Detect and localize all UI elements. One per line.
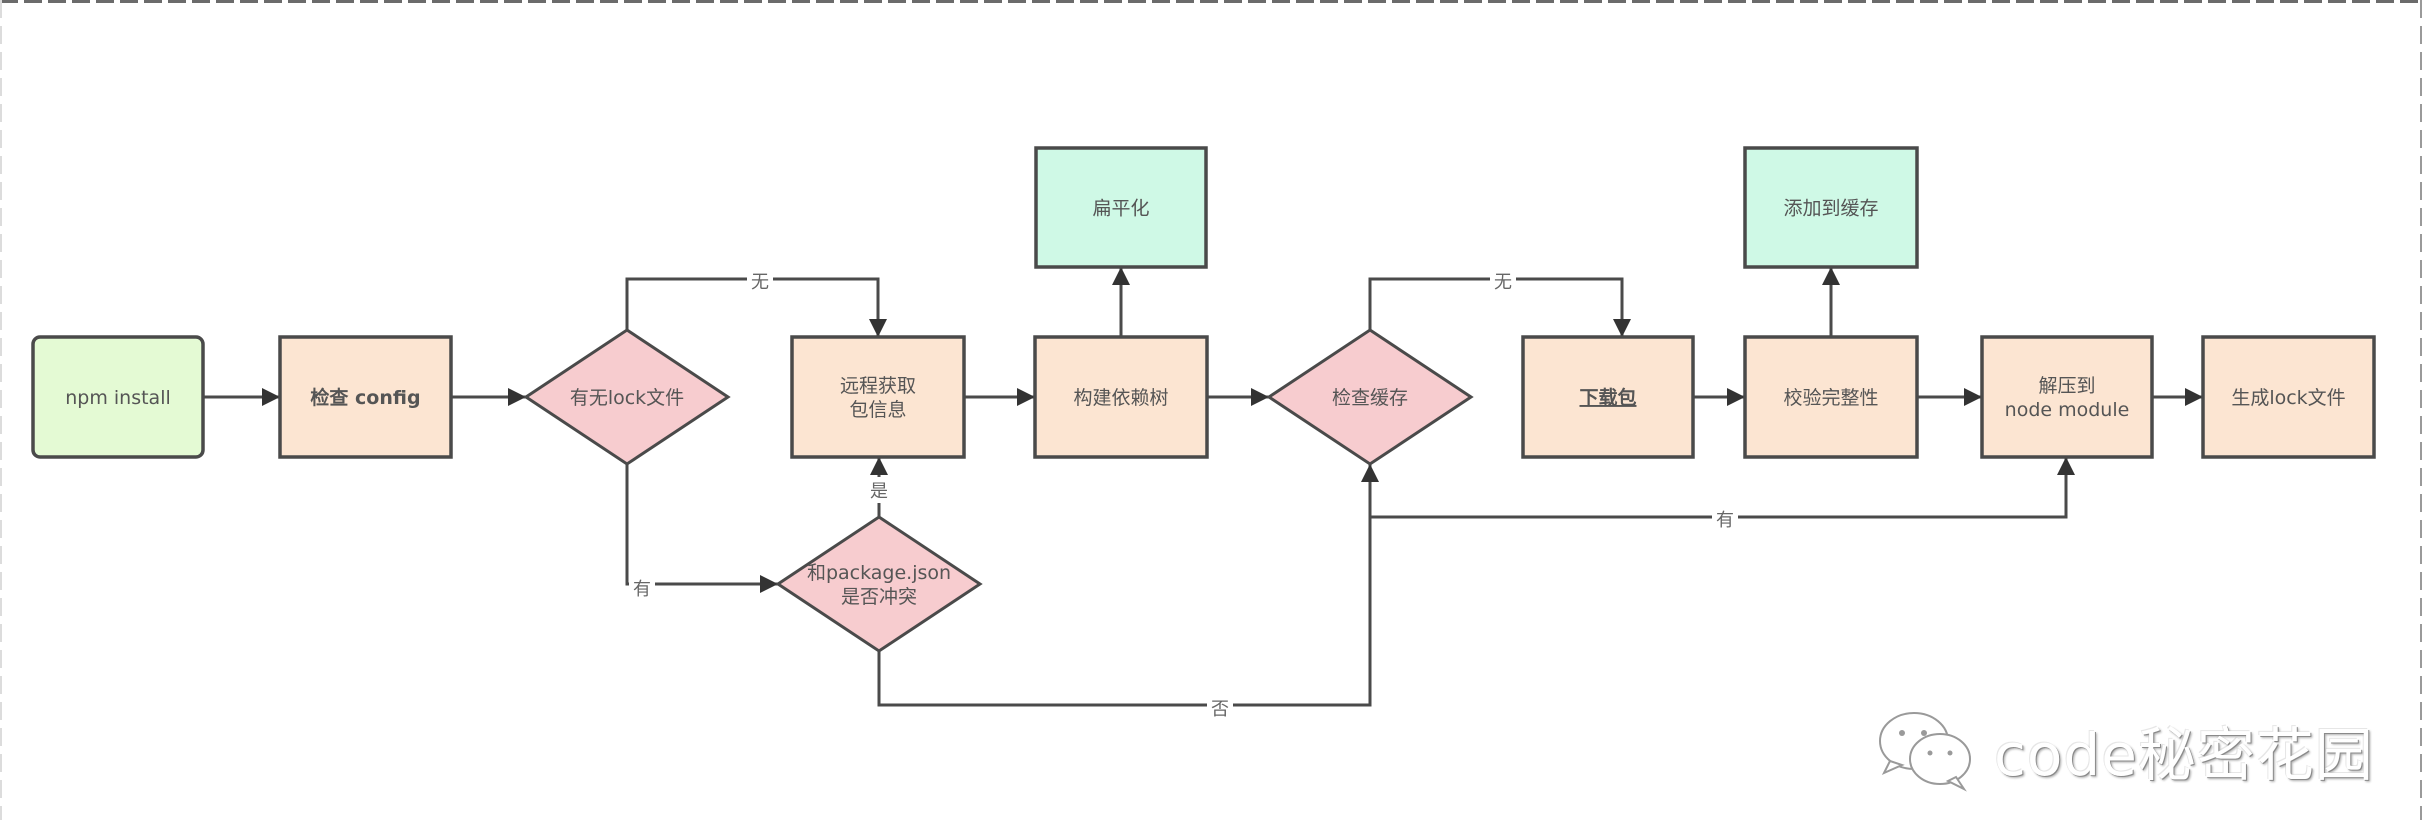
dashed-border-right	[2420, 0, 2422, 820]
node-label: 检查 config	[310, 386, 420, 409]
node-has-lock[interactable]: 有无lock文件	[523, 328, 731, 466]
node-label: 解压到	[2038, 375, 2095, 397]
node-label: 校验完整性	[1783, 387, 1878, 409]
process-box	[1521, 335, 1695, 459]
process-box	[2201, 335, 2376, 459]
node-build-tree[interactable]: 构建依赖树	[1033, 335, 1209, 459]
process-box	[1743, 335, 1919, 459]
decision-diamond	[523, 328, 731, 466]
decision-diamond	[775, 515, 983, 653]
node-check-cache[interactable]: 检查缓存	[1266, 328, 1474, 466]
side-box	[1743, 146, 1919, 269]
edge-label-background	[629, 575, 655, 601]
node-label: 是否冲突	[841, 586, 917, 608]
node-label: 和package.json	[807, 562, 951, 584]
edge-label-background	[1490, 268, 1516, 294]
watermark-text: code秘密花园	[1994, 721, 2374, 789]
node-label: 扁平化	[1092, 198, 1149, 220]
node-download[interactable]: 下载包	[1521, 335, 1695, 459]
wechat-icon	[1879, 712, 1971, 792]
node-label: node module	[2005, 399, 2130, 421]
process-box	[1980, 335, 2154, 459]
dashed-border-top	[0, 0, 2424, 3]
start-box	[31, 335, 205, 459]
edge-has-lock-to-pkg-conflict	[625, 464, 778, 593]
edge-label-background	[866, 477, 892, 503]
edge-label-background	[1207, 695, 1233, 721]
node-label: 包信息	[849, 399, 906, 421]
edge-label: 无	[751, 272, 769, 293]
decision-diamond	[1266, 328, 1474, 466]
edge-label: 无	[1494, 272, 1512, 293]
process-box	[790, 335, 966, 459]
node-label: 构建依赖树	[1073, 387, 1168, 409]
node-label: 有无lock文件	[570, 387, 684, 409]
watermark: code秘密花园	[1876, 705, 2374, 795]
node-label: 添加到缓存	[1783, 198, 1878, 220]
edge-check-cache-to-extract	[1370, 457, 2075, 519]
node-verify[interactable]: 校验完整性	[1743, 335, 1919, 459]
side-box	[1034, 146, 1208, 269]
edge-pkg-conflict-to-check-cache	[877, 464, 1379, 707]
edge-label-background	[1712, 506, 1738, 532]
node-gen-lock[interactable]: 生成lock文件	[2201, 335, 2376, 459]
process-box	[1033, 335, 1209, 459]
node-add-cache[interactable]: 添加到缓存	[1743, 146, 1919, 269]
node-check-config[interactable]: 检查 config	[278, 335, 453, 459]
node-label: 远程获取	[840, 375, 916, 397]
node-label: 生成lock文件	[2231, 387, 2345, 409]
dashed-border-left	[0, 0, 2, 820]
node-label: 检查缓存	[1332, 387, 1408, 409]
node-label: 下载包	[1579, 386, 1636, 409]
edge-label: 有	[1716, 510, 1734, 531]
edge-label: 有	[633, 579, 651, 600]
edge-label: 是	[870, 481, 888, 502]
node-label: npm install	[65, 387, 171, 409]
node-flatten[interactable]: 扁平化	[1034, 146, 1208, 269]
edge-label-background	[747, 268, 773, 294]
process-box	[278, 335, 453, 459]
node-npm-install[interactable]: npm install	[31, 335, 205, 459]
edge-label: 否	[1211, 699, 1229, 720]
